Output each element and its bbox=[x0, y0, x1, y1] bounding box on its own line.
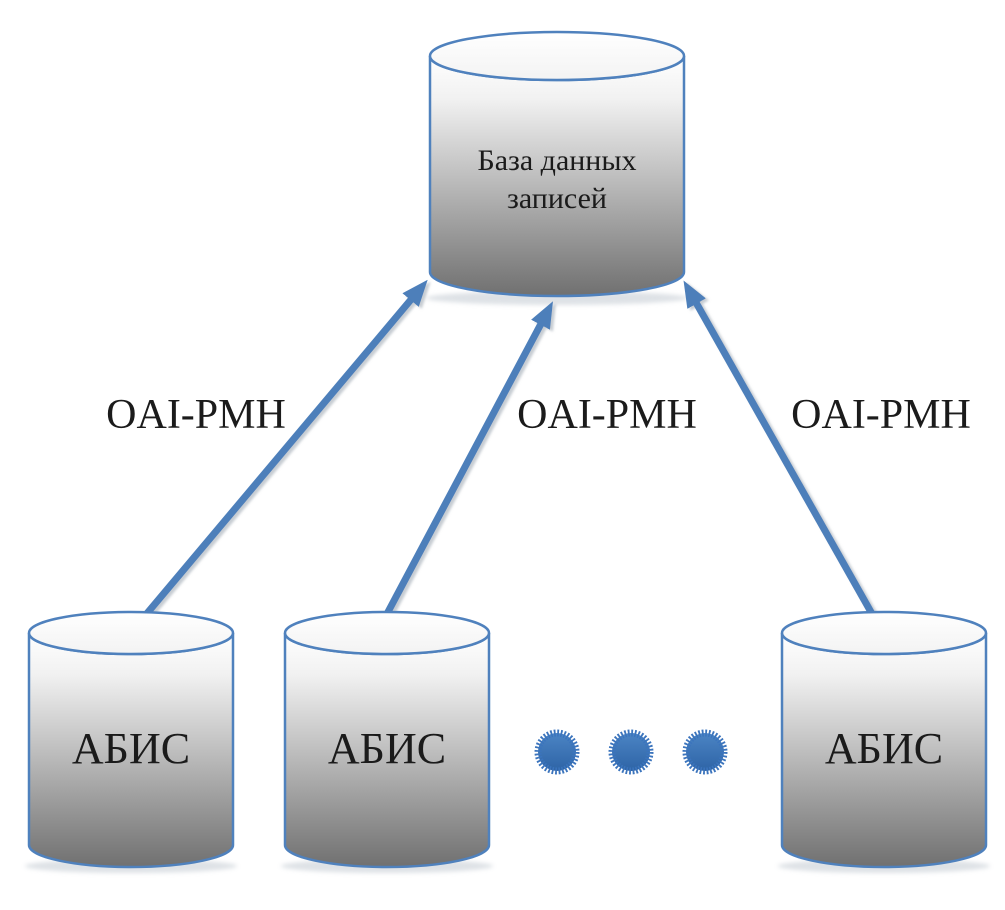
ellipsis-dots bbox=[534, 729, 728, 775]
node-abis-1: АБИС bbox=[25, 610, 237, 873]
protocol-label-3: OAI-PMH bbox=[791, 392, 971, 438]
ellipsis-dot-1 bbox=[534, 729, 580, 775]
db-cylinder-shadow bbox=[426, 291, 688, 305]
abis3-cylinder-top bbox=[780, 610, 988, 656]
db-label-line1: База данных bbox=[477, 144, 636, 177]
ellipsis-dot-2 bbox=[608, 729, 654, 775]
db-label-line2: записей bbox=[507, 182, 607, 215]
abis2-cylinder-top bbox=[283, 610, 491, 656]
node-abis-2: АБИС bbox=[281, 610, 493, 873]
ellipsis-dot-3 bbox=[682, 729, 728, 775]
arrow-abis1-to-db bbox=[130, 279, 428, 633]
abis2-label: АБИС bbox=[328, 724, 446, 773]
arrows-group bbox=[130, 279, 884, 633]
protocol-label-2: OAI-PMH bbox=[517, 392, 697, 438]
node-records-database: База данных записей bbox=[426, 30, 688, 305]
abis1-label: АБИС bbox=[72, 724, 190, 773]
protocol-label-1: OAI-PMH bbox=[106, 392, 286, 438]
abis1-cylinder-top bbox=[27, 610, 235, 656]
node-abis-3: АБИС bbox=[778, 610, 990, 873]
abis3-label: АБИС bbox=[825, 724, 943, 773]
db-cylinder-top bbox=[428, 30, 686, 82]
arrow-abis3-to-db bbox=[683, 280, 884, 630]
arrow-abis2-to-db bbox=[376, 301, 553, 629]
